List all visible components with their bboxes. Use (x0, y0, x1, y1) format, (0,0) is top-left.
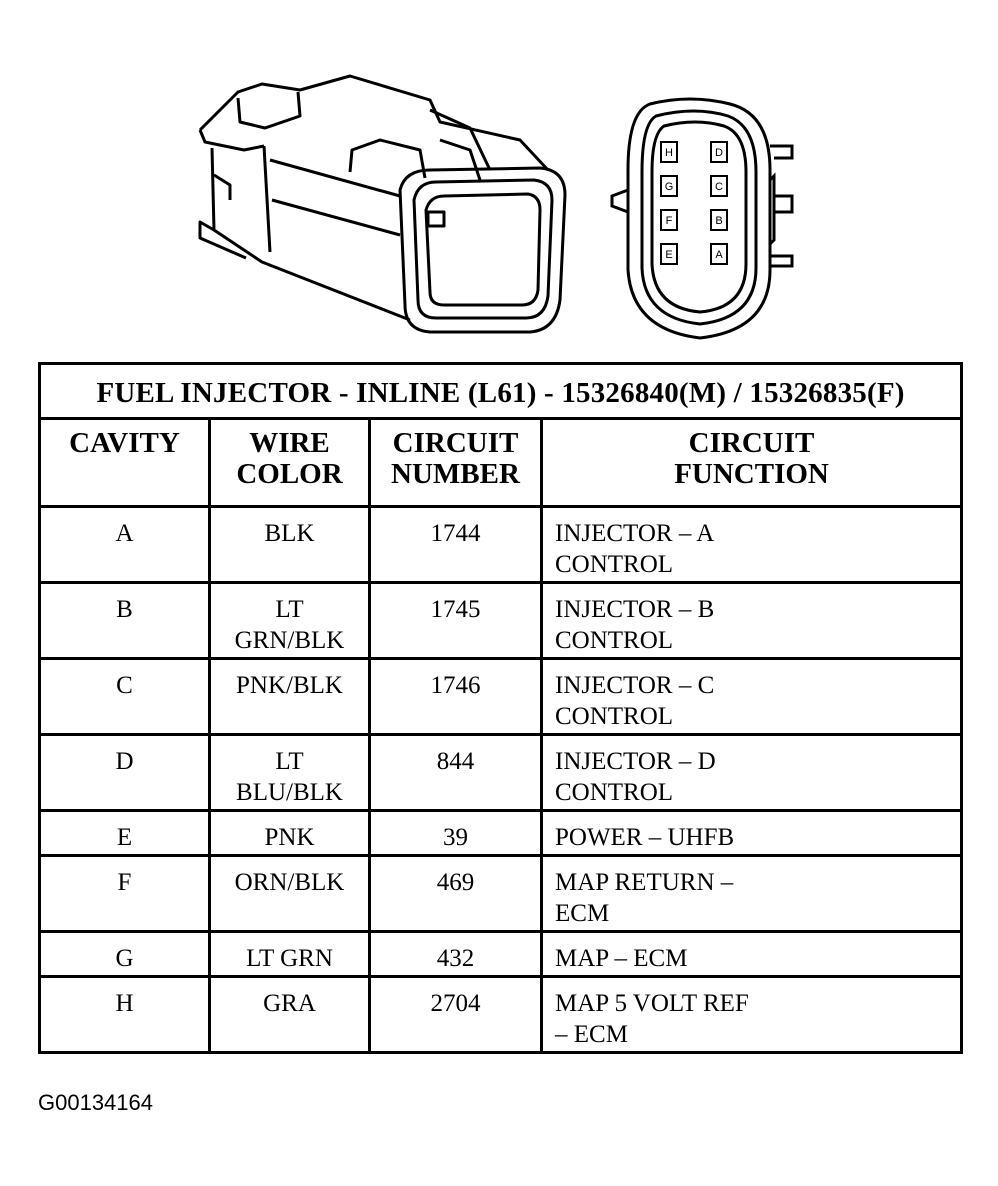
circuit-function-cell: MAP 5 VOLT REF – ECM (539, 975, 964, 1054)
wire-color-cell: PNK/BLK (208, 657, 371, 736)
circuit-function-cell: MAP RETURN – ECM (539, 854, 964, 933)
cavity-cell: E (38, 809, 211, 857)
cavity-cell: F (38, 854, 211, 933)
circuit-number-cell: 2704 (368, 975, 543, 1054)
cavity-cell: H (38, 975, 211, 1054)
wire-color-cell: GRA (208, 975, 371, 1054)
pin-label-d: D (715, 147, 723, 159)
circuit-number-cell: 39 (368, 809, 543, 857)
table-title: FUEL INJECTOR - INLINE (L61) - 15326840(… (37, 362, 964, 420)
table-row: D LT BLU/BLK 844 INJECTOR – D CONTROL (38, 733, 964, 812)
table-title-row: FUEL INJECTOR - INLINE (L61) - 15326840(… (37, 362, 964, 420)
table-header-row: CAVITY WIRE COLOR CIRCUIT NUMBER CIRCUIT… (38, 417, 964, 508)
wire-color-cell: ORN/BLK (208, 854, 371, 933)
connector-pinout-table: FUEL INJECTOR - INLINE (L61) - 15326840(… (37, 362, 964, 1054)
table-row: C PNK/BLK 1746 INJECTOR – C CONTROL (38, 657, 964, 736)
pin-label-e: E (665, 249, 672, 261)
header-circuit-number: CIRCUIT NUMBER (368, 417, 543, 508)
circuit-function-cell: POWER – UHFB (539, 809, 964, 857)
cavity-cell: G (38, 930, 211, 978)
connector-face-view (610, 97, 794, 340)
circuit-function-cell: INJECTOR – D CONTROL (539, 733, 964, 812)
header-wire-color: WIRE COLOR (208, 417, 371, 508)
pin-label-g: G (665, 181, 674, 193)
table-row: F ORN/BLK 469 MAP RETURN – ECM (38, 854, 964, 933)
circuit-number-cell: 1744 (368, 505, 543, 584)
circuit-number-cell: 1745 (368, 581, 543, 660)
circuit-number-cell: 1746 (368, 657, 543, 736)
connector-isometric-view (198, 74, 567, 334)
table-row: B LT GRN/BLK 1745 INJECTOR – B CONTROL (38, 581, 964, 660)
header-circuit-function: CIRCUIT FUNCTION (539, 417, 964, 508)
circuit-number-cell: 844 (368, 733, 543, 812)
pin-label-h: H (665, 147, 673, 159)
circuit-function-cell: INJECTOR – C CONTROL (539, 657, 964, 736)
table-row: E PNK 39 POWER – UHFB (38, 809, 964, 857)
circuit-number-cell: 469 (368, 854, 543, 933)
wire-color-cell: LT BLU/BLK (208, 733, 371, 812)
wire-color-cell: LT GRN/BLK (208, 581, 371, 660)
circuit-function-cell: MAP – ECM (539, 930, 964, 978)
circuit-function-cell: INJECTOR – A CONTROL (539, 505, 964, 584)
pin-label-b: B (715, 215, 722, 227)
cavity-cell: C (38, 657, 211, 736)
table-row: G LT GRN 432 MAP – ECM (38, 930, 964, 978)
table-row: A BLK 1744 INJECTOR – A CONTROL (38, 505, 964, 584)
pin-label-a: A (715, 249, 723, 261)
figure-code: G00134164 (38, 1090, 153, 1115)
wire-color-cell: PNK (208, 809, 371, 857)
header-cavity: CAVITY (38, 417, 211, 508)
pin-label-c: C (715, 181, 723, 193)
circuit-number-cell: 432 (368, 930, 543, 978)
circuit-function-cell: INJECTOR – B CONTROL (539, 581, 964, 660)
pin-label-f: F (666, 215, 673, 227)
cavity-cell: D (38, 733, 211, 812)
table-row: H GRA 2704 MAP 5 VOLT REF – ECM (38, 975, 964, 1054)
wire-color-cell: LT GRN (208, 930, 371, 978)
connector-illustration: H G F E D C B A (198, 74, 794, 340)
cavity-cell: B (38, 581, 211, 660)
cavity-cell: A (38, 505, 211, 584)
wire-color-cell: BLK (208, 505, 371, 584)
